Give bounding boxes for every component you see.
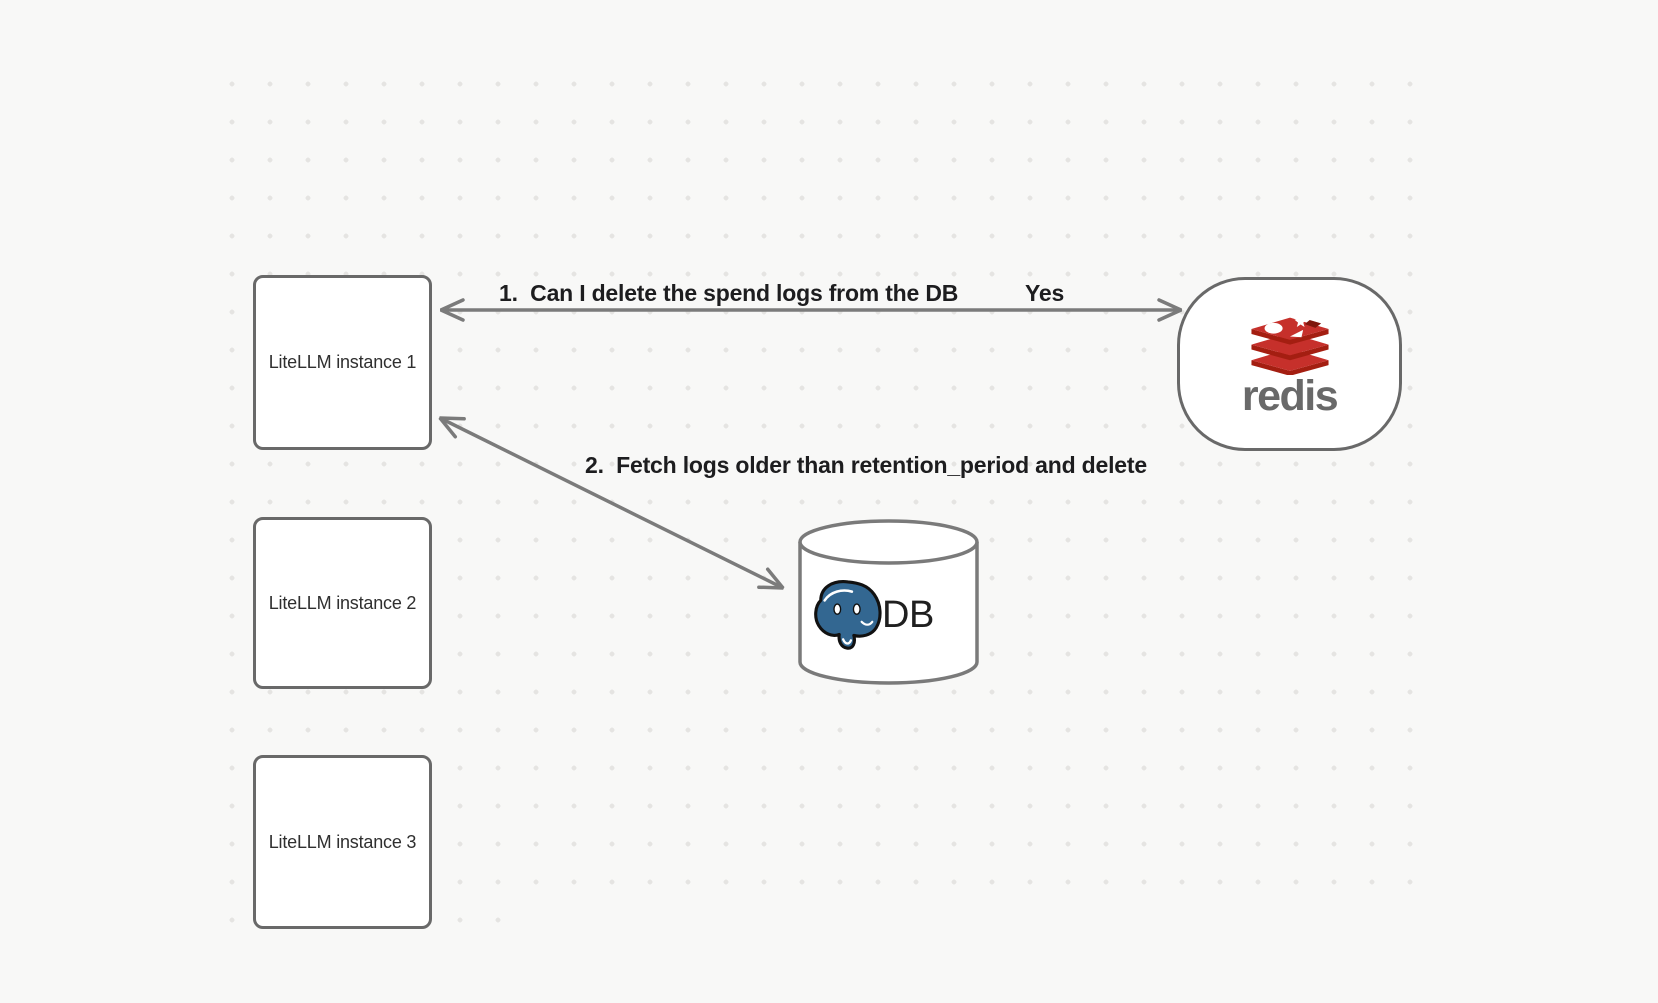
redis-logo-icon — [1250, 315, 1329, 376]
node-redis[interactable]: redis — [1177, 277, 1402, 451]
node-litellm-instance-3[interactable]: LiteLLM instance 3 — [253, 755, 432, 929]
edge-label-step1[interactable]: 1. Can I delete the spend logs from the … — [499, 280, 959, 306]
node-litellm-instance-2[interactable]: LiteLLM instance 2 — [253, 517, 432, 689]
db-node-content: DB — [811, 579, 934, 651]
node-db[interactable]: DB — [798, 517, 979, 687]
node-redis-label: redis — [1241, 372, 1339, 421]
node-litellm-instance-1-label: LiteLLM instance 1 — [268, 352, 417, 372]
postgresql-elephant-icon — [814, 580, 882, 650]
edge-label-step2[interactable]: 2. Fetch logs older than retention_perio… — [585, 452, 1147, 478]
node-litellm-instance-3-label: LiteLLM instance 3 — [268, 831, 417, 852]
arrow-instance1-db[interactable] — [440, 418, 783, 588]
node-litellm-instance-2-label: LiteLLM instance 2 — [268, 592, 417, 613]
node-db-label: DB — [882, 593, 934, 636]
edge-label-yes[interactable]: Yes — [1025, 280, 1065, 306]
node-litellm-instance-1[interactable]: LiteLLM instance 1 — [253, 275, 432, 450]
